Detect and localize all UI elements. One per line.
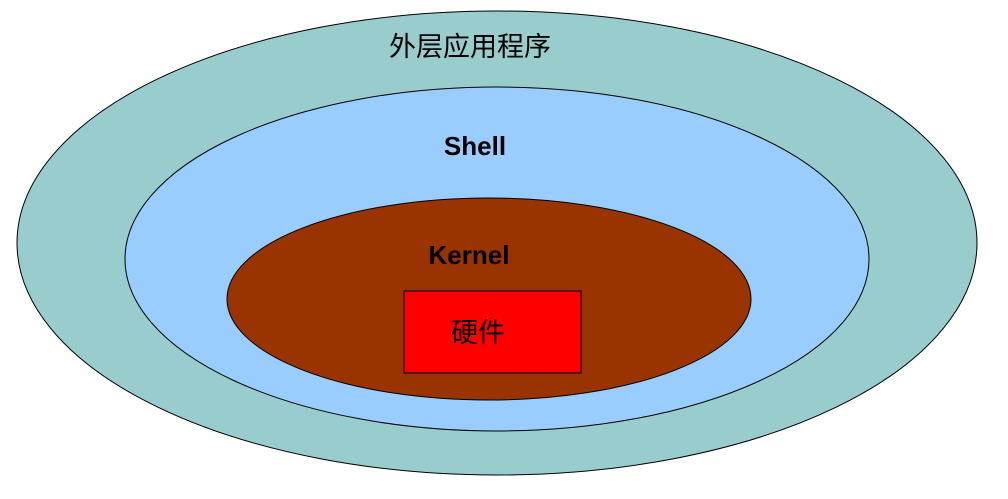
hardware-label: 硬件 <box>451 318 505 348</box>
hardware-rect <box>403 290 582 374</box>
kernel-label: Kernel <box>429 240 510 270</box>
outer-application-label: 外层应用程序 <box>389 32 551 62</box>
shell-label: Shell <box>444 131 506 161</box>
